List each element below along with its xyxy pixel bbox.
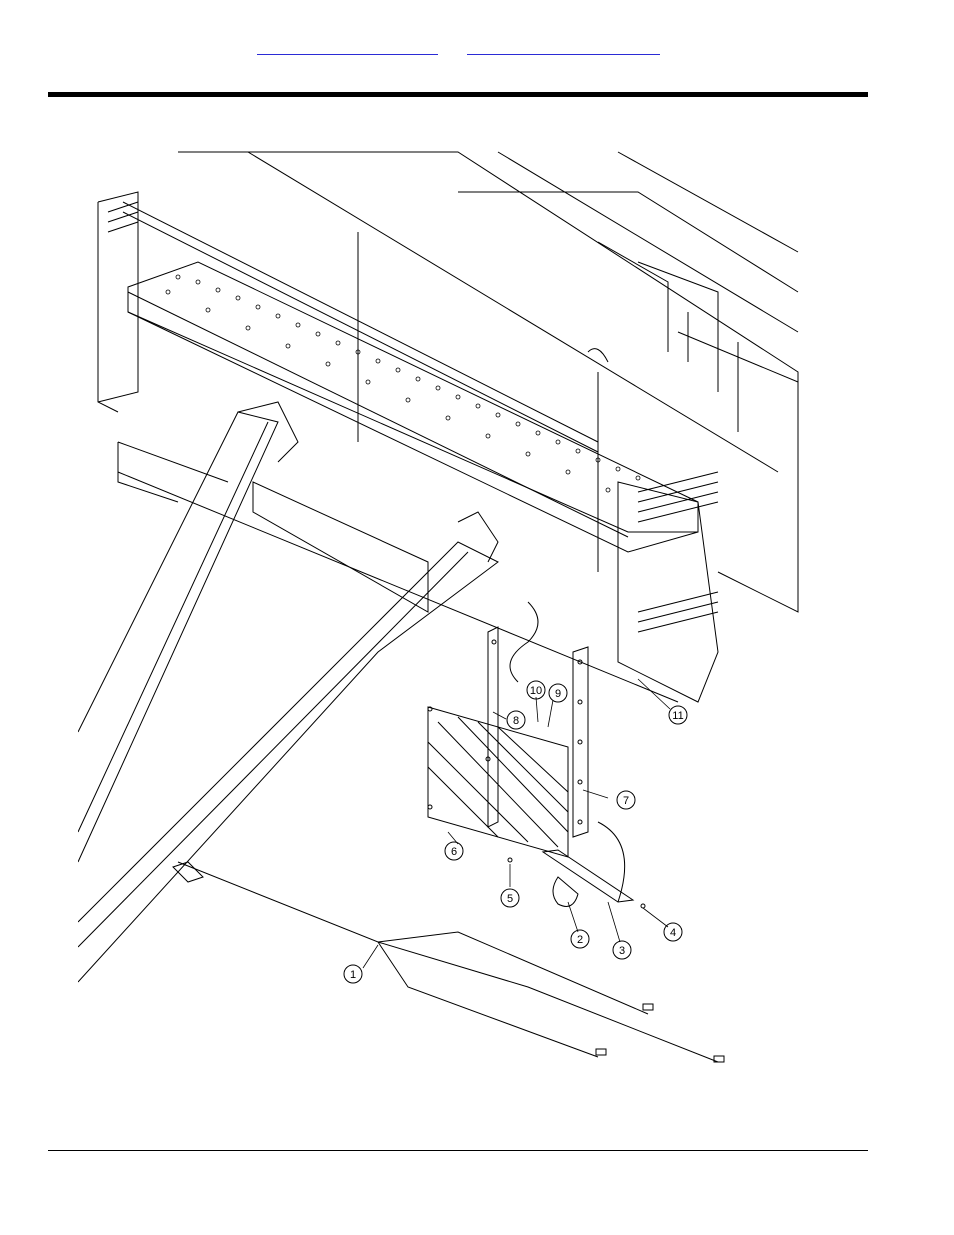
walkway-platform: [98, 192, 718, 702]
svg-text:2: 2: [577, 934, 583, 946]
svg-text:5: 5: [507, 893, 513, 905]
callout-bubbles: 1 2 3 4 5 6 7 8 9 10 11: [344, 681, 687, 983]
callout-4: 4: [664, 923, 682, 941]
svg-text:8: 8: [513, 715, 519, 727]
callout-7: 7: [617, 791, 635, 809]
svg-text:3: 3: [619, 945, 625, 957]
callout-1: 1: [344, 965, 362, 983]
svg-text:4: 4: [670, 927, 676, 939]
platform-perforations: [166, 275, 640, 492]
svg-text:7: 7: [623, 795, 629, 807]
callout-3: 3: [613, 941, 631, 959]
svg-text:10: 10: [530, 685, 542, 697]
callout-11: 11: [669, 706, 687, 724]
callout-5: 5: [501, 889, 519, 907]
svg-text:9: 9: [555, 688, 561, 700]
machine-frame: [98, 152, 798, 702]
svg-text:6: 6: [451, 846, 457, 858]
header-link-1[interactable]: [257, 40, 438, 55]
footer-rule: [48, 1150, 868, 1151]
svg-text:1: 1: [350, 969, 356, 981]
callout-8: 8: [507, 711, 525, 729]
header-link-2[interactable]: [467, 40, 660, 55]
callout-9: 9: [549, 684, 567, 702]
callout-10: 10: [527, 681, 545, 699]
header-rule: [48, 92, 868, 97]
callout-6: 6: [445, 842, 463, 860]
svg-text:11: 11: [672, 710, 683, 722]
callout-2: 2: [571, 930, 589, 948]
parts-diagram: 1 2 3 4 5 6 7 8 9 10 11: [78, 142, 800, 1078]
hitch-tongue: [78, 402, 498, 982]
